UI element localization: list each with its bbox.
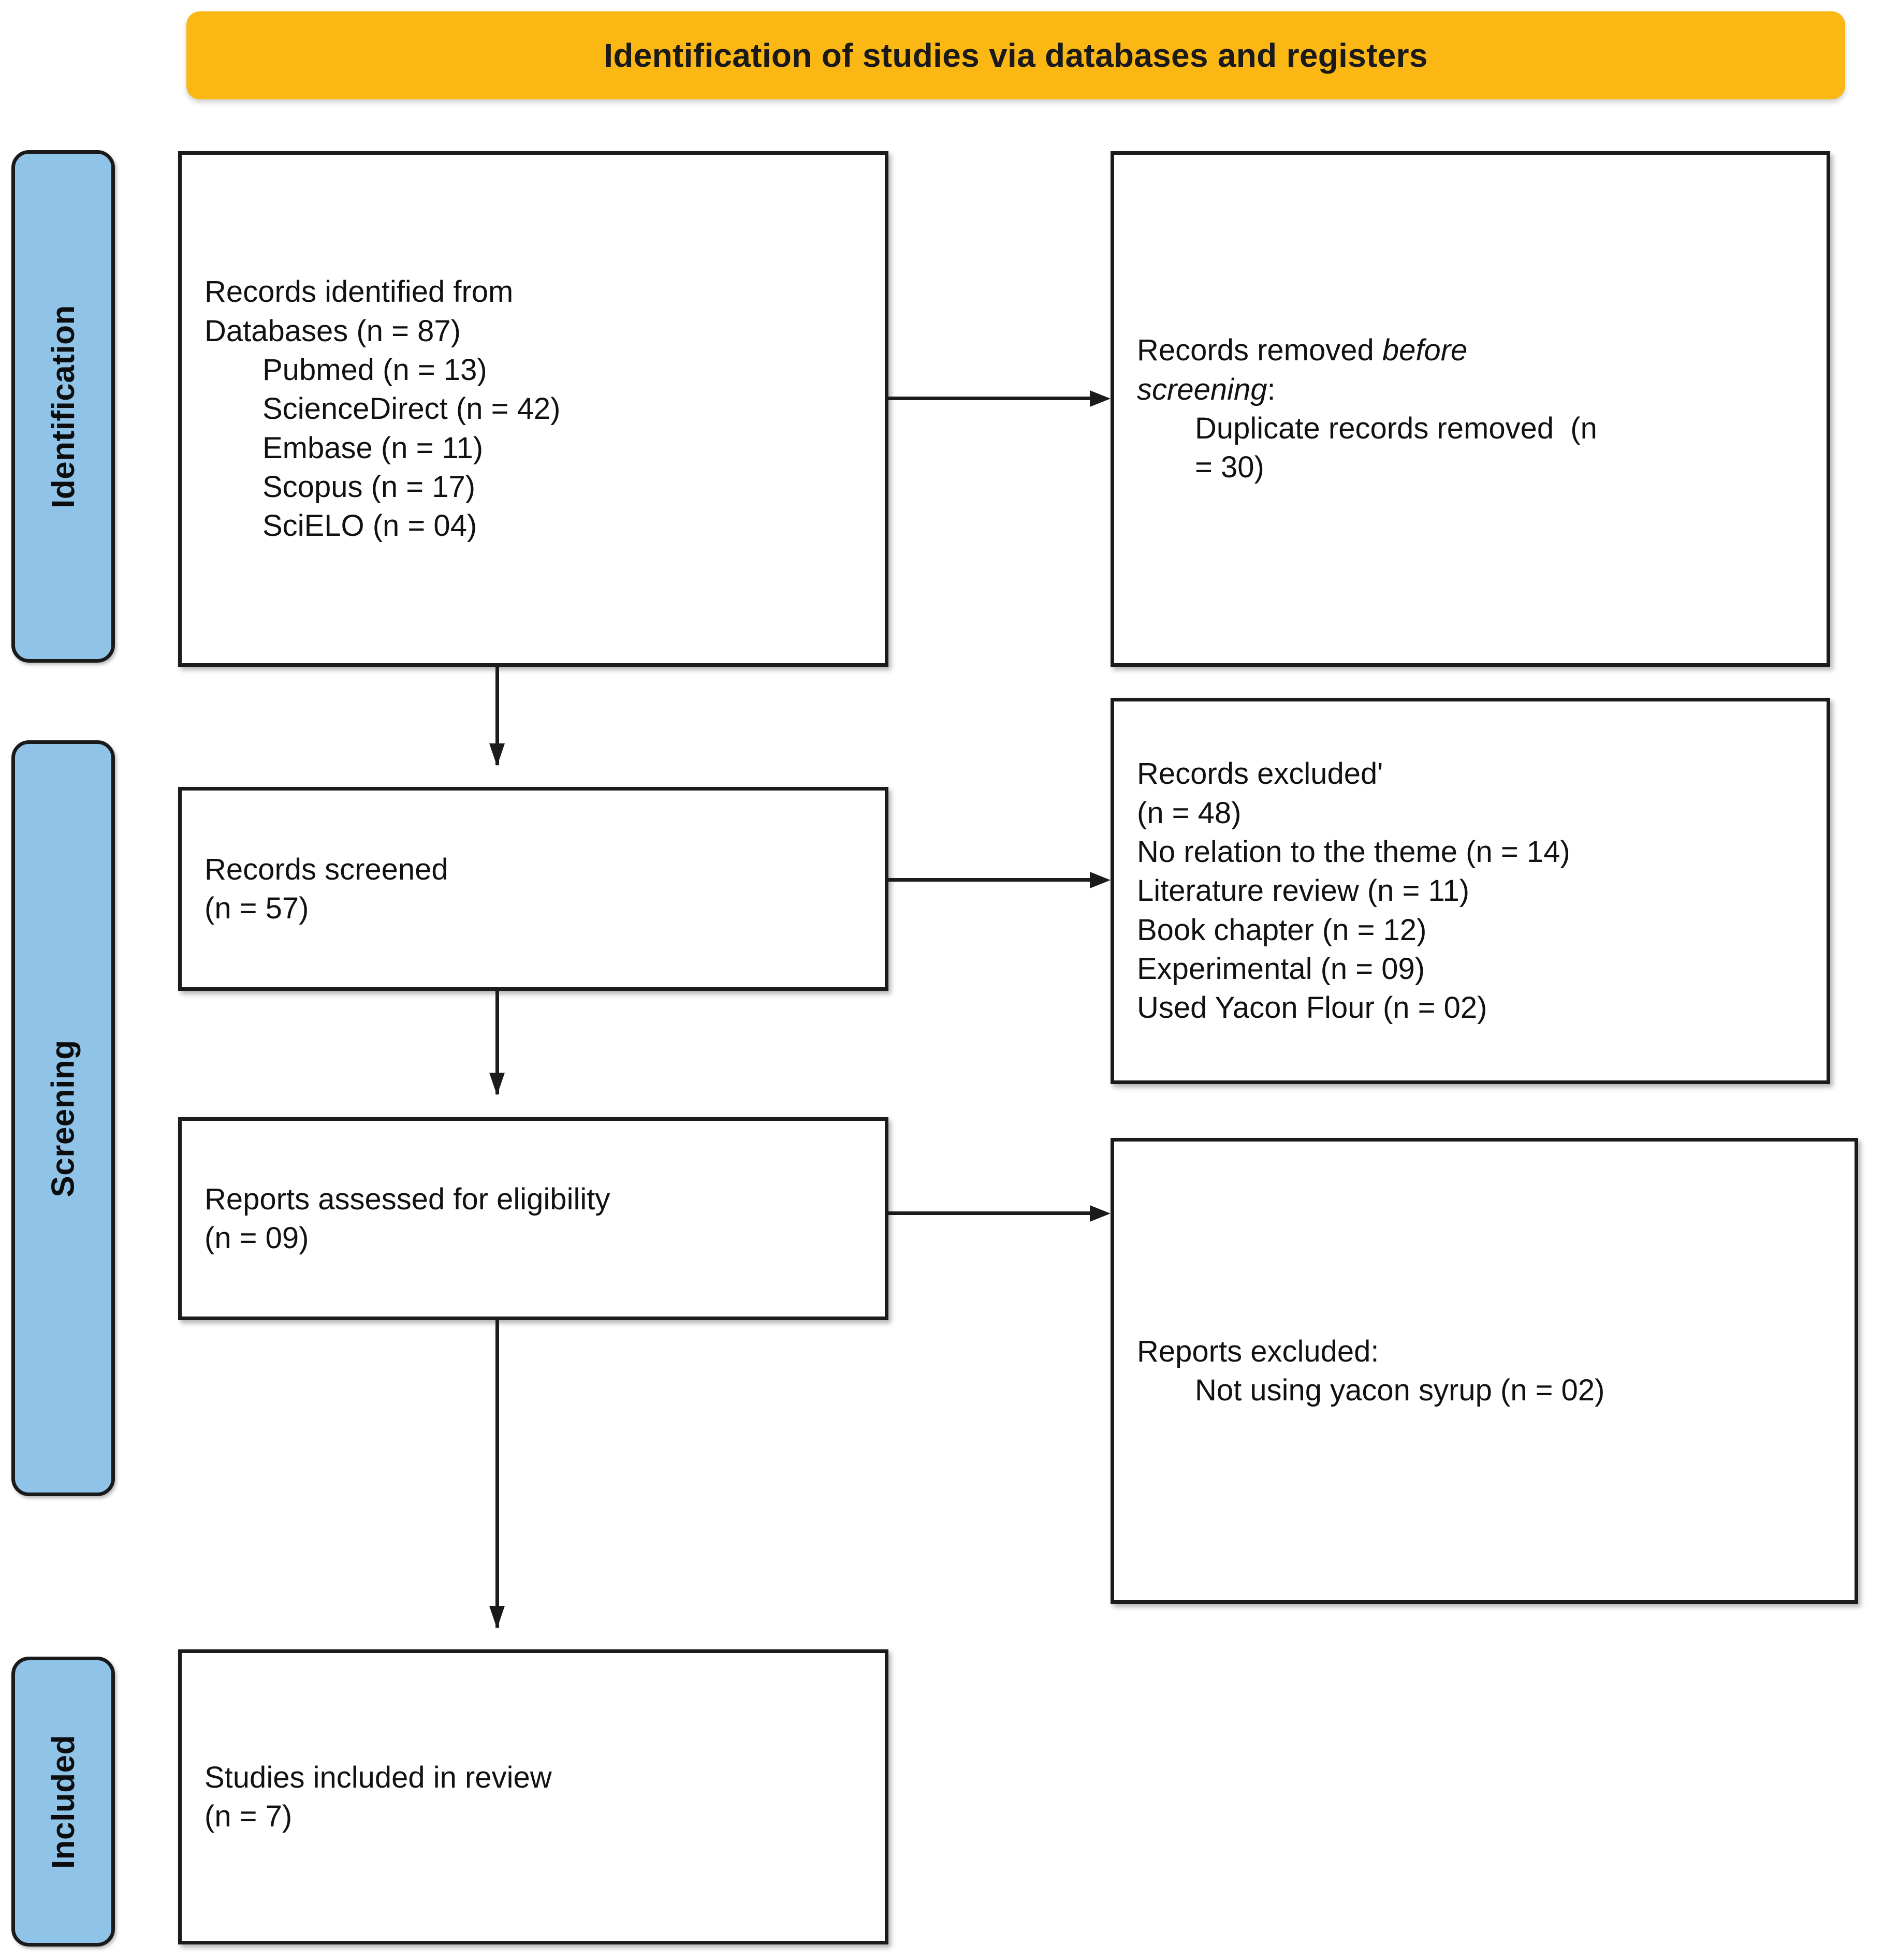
connector-screened-to-records-excluded — [888, 878, 1091, 882]
arrow-right-icon — [1090, 872, 1111, 888]
text-line: Duplicate records removed (n — [1195, 412, 1597, 445]
box-records-screened: Records screened (n = 57) — [178, 787, 888, 991]
connector-screened-to-eligibility — [495, 991, 499, 1094]
box-records-removed-before-screening: Records removed before screening: Duplic… — [1111, 151, 1830, 667]
text-run-italic: before — [1382, 333, 1468, 368]
text-line: Records excluded' — [1137, 757, 1383, 791]
text-line: Records removed before — [1137, 331, 1804, 370]
stage-bar-included: Included — [11, 1657, 115, 1947]
text-line: screening: — [1137, 370, 1804, 409]
text-line: Databases (n = 87) — [205, 314, 461, 348]
stage-label-included: Included — [45, 1734, 81, 1869]
text-line: ScienceDirect (n = 42) — [262, 392, 561, 426]
connector-identified-to-screened — [495, 667, 499, 765]
arrow-down-icon — [489, 1073, 505, 1095]
arrow-down-icon — [489, 743, 505, 766]
text-line: Pubmed (n = 13) — [262, 353, 487, 387]
connector-identified-to-removed — [888, 397, 1091, 400]
arrow-right-icon — [1090, 390, 1111, 407]
text-line: Reports excluded: — [1137, 1334, 1379, 1368]
box-studies-included-in-review: Studies included in review (n = 7) — [178, 1649, 888, 1944]
text-line: SciELO (n = 04) — [262, 509, 477, 543]
text-line: Embase (n = 11) — [262, 431, 484, 465]
text-line: (n = 48) — [1137, 796, 1242, 830]
text-run: Records removed — [1137, 333, 1382, 368]
text-line: Book chapter (n = 12) — [1137, 913, 1427, 947]
arrow-right-icon — [1090, 1205, 1111, 1222]
page-title: Identification of studies via databases … — [604, 37, 1428, 74]
text-line: = 30) — [1195, 450, 1264, 485]
text-line: Records identified from — [205, 275, 514, 309]
text-line: (n = 7) — [205, 1800, 293, 1833]
box-reports-excluded: Reports excluded: Not using yacon syrup … — [1111, 1138, 1858, 1604]
text-line: Records screened — [205, 852, 448, 886]
box-records-identified: Records identified from Databases (n = 8… — [178, 151, 888, 667]
text-line: Not using yacon syrup (n = 02) — [1195, 1373, 1605, 1407]
diagram-header-banner: Identification of studies via databases … — [186, 11, 1845, 99]
text-line: (n = 09) — [205, 1221, 309, 1255]
box-reports-assessed-for-eligibility: Reports assessed for eligibility (n = 09… — [178, 1117, 888, 1320]
text-line: Literature review (n = 11) — [1137, 874, 1470, 908]
stage-label-screening: Screening — [45, 1039, 81, 1197]
stage-bar-screening: Screening — [11, 740, 115, 1496]
text-line: Scopus (n = 17) — [262, 470, 476, 504]
arrow-down-icon — [489, 1606, 505, 1629]
text-run-italic: screening — [1137, 372, 1267, 406]
text-line: (n = 57) — [205, 891, 309, 925]
box-records-excluded: Records excluded' (n = 48) No relation t… — [1111, 698, 1830, 1084]
text-line: Reports assessed for eligibility — [205, 1182, 610, 1216]
text-line: Experimental (n = 09) — [1137, 952, 1425, 986]
text-line: No relation to the theme (n = 14) — [1137, 835, 1570, 869]
stage-label-identification: Identification — [45, 304, 81, 508]
text-line: Studies included in review — [205, 1760, 552, 1794]
connector-eligibility-to-reports-excluded — [888, 1211, 1091, 1215]
stage-bar-identification: Identification — [11, 150, 115, 663]
text-line: Used Yacon Flour (n = 02) — [1137, 991, 1487, 1025]
connector-eligibility-to-included — [495, 1320, 499, 1628]
text-run: : — [1267, 372, 1276, 406]
